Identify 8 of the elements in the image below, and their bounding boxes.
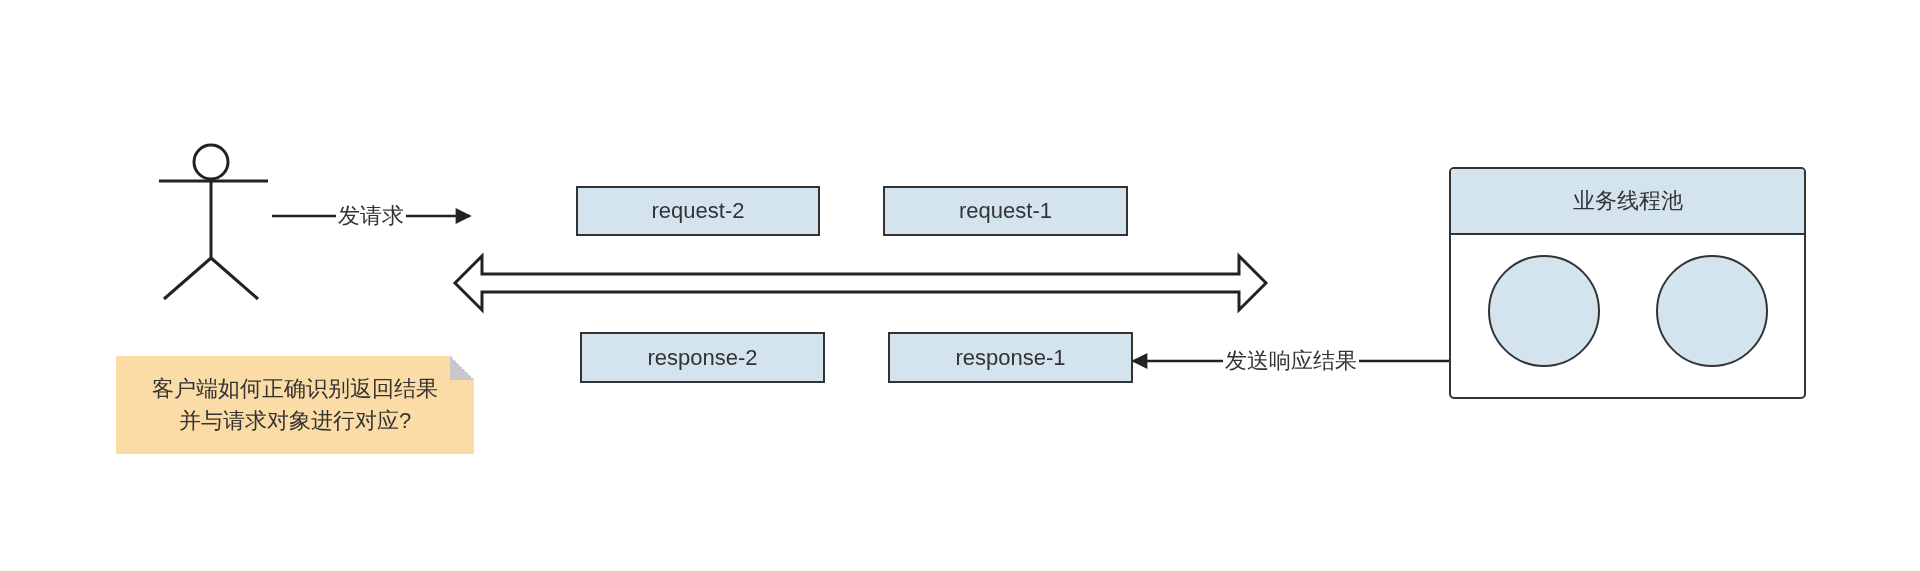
message-box: request-1 <box>883 186 1128 236</box>
message-box: request-2 <box>576 186 820 236</box>
message-box: response-1 <box>888 332 1133 383</box>
note-box: 客户端如何正确识别返回结果并与请求对象进行对应? <box>116 356 474 454</box>
thread-pool-box <box>1449 167 1806 399</box>
message-box: response-2 <box>580 332 825 383</box>
pool-header: 业务线程池 <box>1451 169 1804 235</box>
block-arrow <box>452 252 1269 314</box>
